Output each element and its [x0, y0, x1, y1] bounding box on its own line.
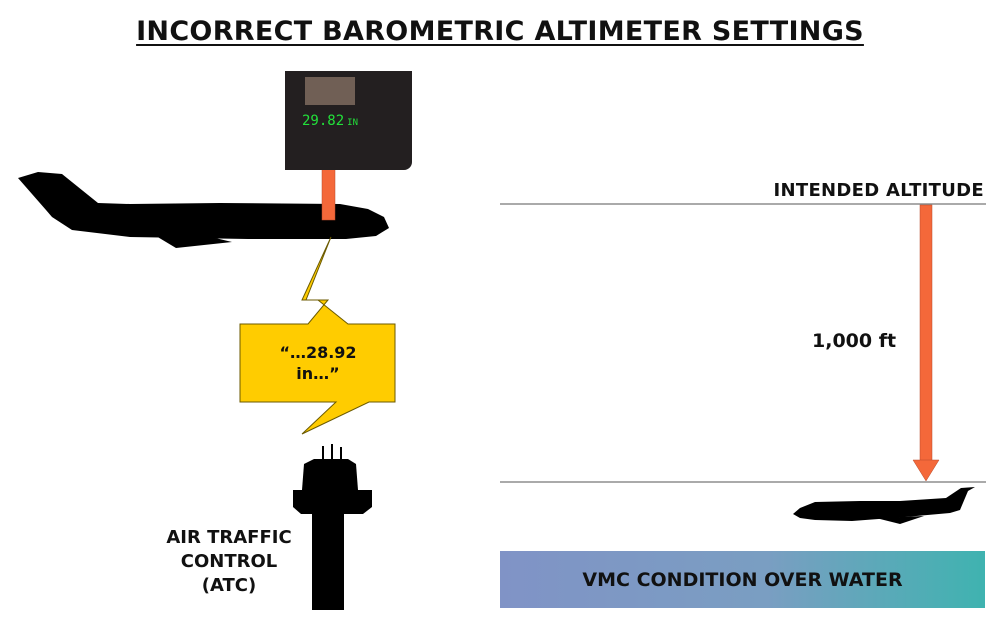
lightning-bolt-icon: [239, 236, 396, 435]
radio-callout-line2: in…”: [296, 364, 340, 383]
intended-altitude-label: INTENDED ALTITUDE: [773, 180, 984, 201]
altimeter-unit: IN: [347, 118, 358, 128]
altitude-difference-label: 1,000 ft: [812, 330, 897, 352]
atc-label-line2: CONTROL: [180, 551, 278, 572]
atc-label-line3: (ATC): [201, 575, 257, 596]
altimeter-screen: [305, 77, 355, 105]
aircraft-silhouette-icon: [793, 487, 975, 524]
atc-label-line1: AIR TRAFFIC: [166, 527, 292, 548]
radio-callout: “…28.92 in…”: [248, 342, 388, 384]
control-tower-icon: [293, 444, 372, 610]
altimeter-value: 29.82: [302, 113, 345, 129]
condition-banner: VMC CONDITION OVER WATER: [500, 551, 985, 608]
radio-callout-line1: “…28.92: [279, 343, 357, 362]
atc-label: AIR TRAFFIC CONTROL (ATC): [140, 526, 318, 598]
aircraft-silhouette-icon: [18, 172, 389, 248]
altitude-difference-arrow: [912, 204, 940, 482]
diagram-title: INCORRECT BAROMETRIC ALTIMETER SETTINGS: [136, 16, 864, 47]
